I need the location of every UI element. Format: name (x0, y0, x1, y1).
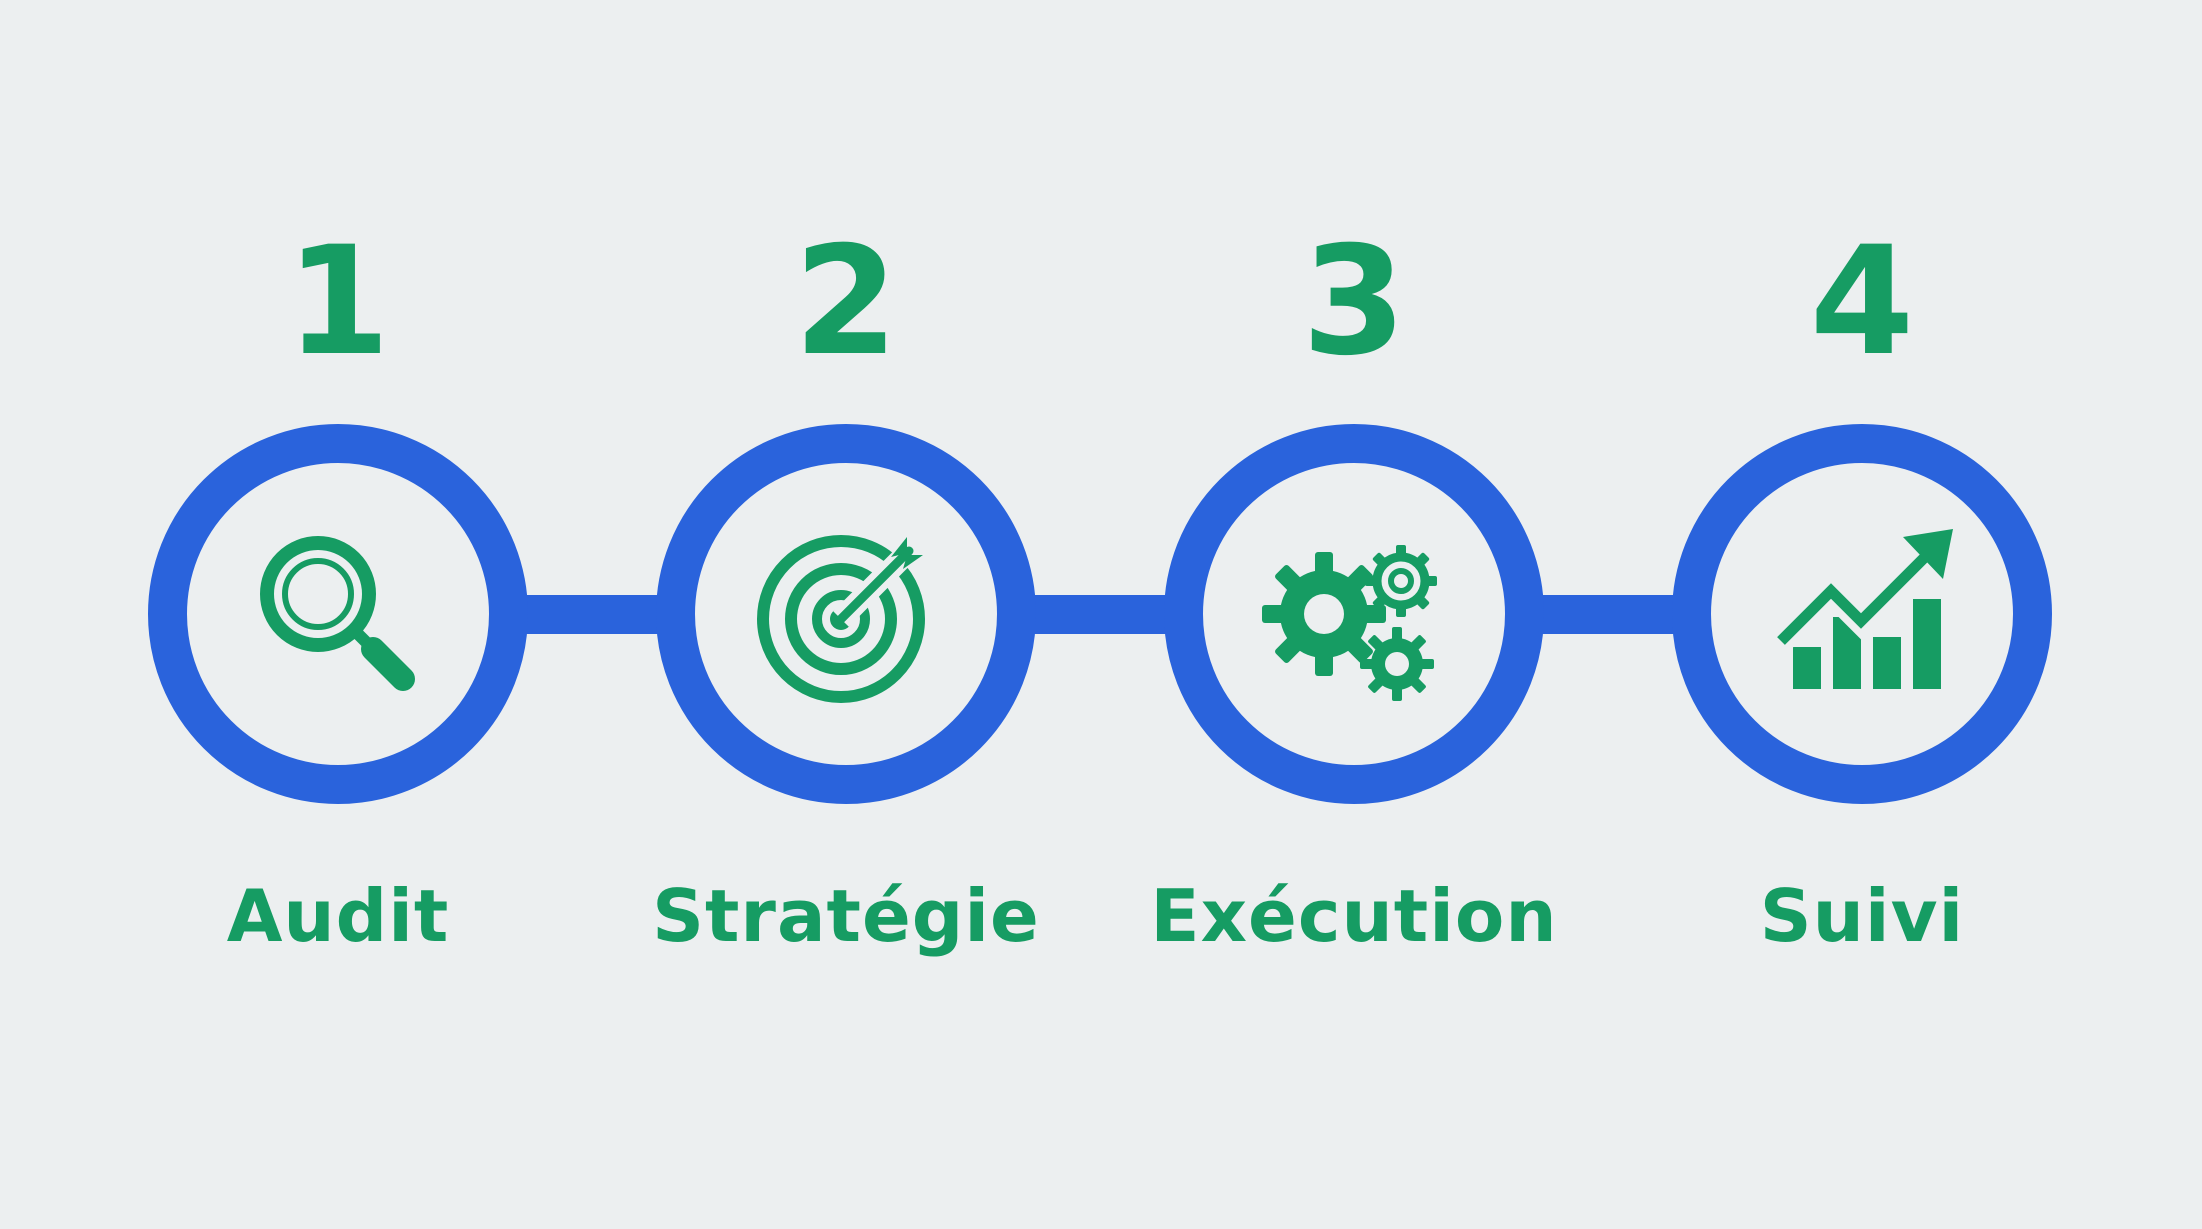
target-arrow-icon (757, 535, 925, 703)
step-circle-2 (656, 424, 1036, 804)
step-label-2: Stratégie (652, 874, 1040, 958)
step-number-1: 1 (285, 215, 391, 389)
gears-icon (1262, 545, 1437, 701)
step-circle-4 (1672, 424, 2052, 804)
connector-1-2 (520, 595, 662, 634)
connector-3-4 (1536, 595, 1678, 634)
step-label-4: Suivi (1759, 874, 1965, 958)
growth-chart-icon (1771, 529, 1953, 689)
step-circle-1 (148, 424, 528, 804)
step-number-4: 4 (1809, 215, 1915, 389)
step-label-1: Audit (226, 874, 450, 958)
magnifying-glass-icon (260, 536, 415, 691)
step-number-3: 3 (1301, 215, 1407, 389)
step-label-3: Exécution (1150, 874, 1558, 958)
step-number-2: 2 (793, 215, 899, 389)
step-circle-3 (1164, 424, 1544, 804)
connector-2-3 (1028, 595, 1170, 634)
